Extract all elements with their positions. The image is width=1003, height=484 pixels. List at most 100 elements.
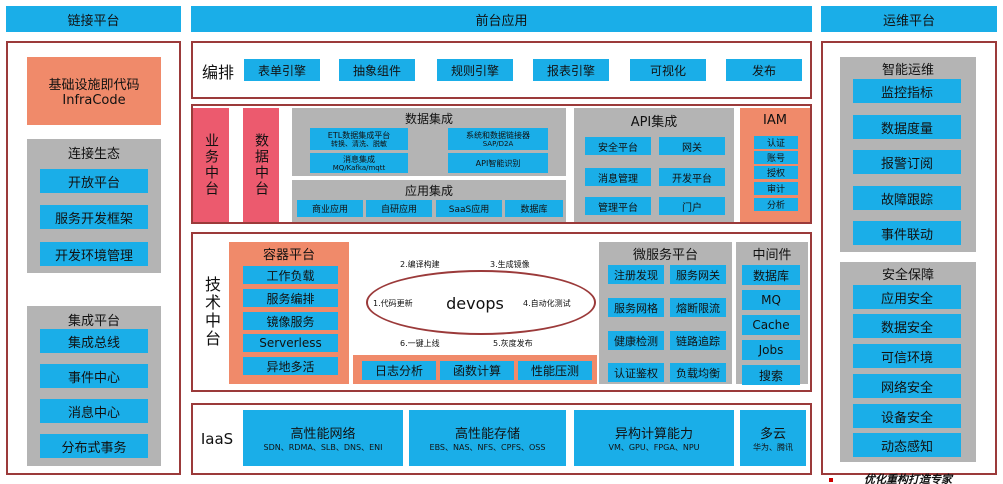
api-item-0[interactable]: 安全平台 <box>585 137 651 155</box>
orch-item-0[interactable]: 表单引擎 <box>244 59 320 81</box>
middleware-item-4[interactable]: 搜索 <box>742 365 800 385</box>
ops-item-4[interactable]: 事件联动 <box>853 221 961 245</box>
ops-item-1[interactable]: 数据度量 <box>853 115 961 139</box>
micro-item-7[interactable]: 负载均衡 <box>670 363 726 382</box>
app-integration-title: 应用集成 <box>404 183 453 198</box>
iaas-item-multicloud[interactable]: 多云 华为、腾讯 <box>740 410 806 466</box>
micro-item-0[interactable]: 注册发现 <box>608 265 664 284</box>
container-item-3[interactable]: Serverless <box>243 334 338 352</box>
container-item-0[interactable]: 工作负载 <box>243 266 338 284</box>
middleware-item-0[interactable]: 数据库 <box>742 265 800 285</box>
iam-item-3[interactable]: 审计 <box>754 182 798 195</box>
app-item-1[interactable]: 自研应用 <box>366 200 432 217</box>
api-item-4[interactable]: 管理平台 <box>585 197 651 215</box>
iaas-network-sub: SDN、RDMA、SLB、DNS、ENI <box>263 443 383 452</box>
micro-item-6[interactable]: 认证鉴权 <box>608 363 664 382</box>
orch-item-5[interactable]: 发布 <box>726 59 802 81</box>
api-item-2[interactable]: 消息管理 <box>585 168 651 186</box>
devops-tool-1[interactable]: 函数计算 <box>440 361 514 380</box>
ops-item-0[interactable]: 监控指标 <box>853 79 961 103</box>
etl-sub: 转换、清洗、脱敏 <box>331 139 387 148</box>
header-center: 前台应用 <box>191 6 812 32</box>
mq-integration-title: 消息集成 <box>343 154 375 164</box>
micro-item-5[interactable]: 链路追踪 <box>670 331 726 350</box>
orch-item-1[interactable]: 抽象组件 <box>339 59 415 81</box>
container-item-1[interactable]: 服务编排 <box>243 289 338 307</box>
integ-item-2[interactable]: 消息中心 <box>40 399 148 423</box>
devops-step-3: 3.生成镜像 <box>490 260 530 269</box>
data-platform: 数据中台 <box>243 108 279 222</box>
integ-item-3[interactable]: 分布式事务 <box>40 434 148 458</box>
security-item-2[interactable]: 可信环境 <box>853 344 961 368</box>
app-item-2[interactable]: SaaS应用 <box>436 200 502 217</box>
security-item-1[interactable]: 数据安全 <box>853 314 961 338</box>
orch-item-2[interactable]: 规则引擎 <box>437 59 513 81</box>
container-item-2[interactable]: 镜像服务 <box>243 312 338 330</box>
integ-item-0[interactable]: 集成总线 <box>40 329 148 353</box>
api-item-1[interactable]: 网关 <box>659 137 725 155</box>
ops-item-3[interactable]: 故障跟踪 <box>853 186 961 210</box>
etl-title: ETL数据集成平台 <box>327 130 391 140</box>
middleware-item-1[interactable]: MQ <box>742 290 800 310</box>
container-item-4[interactable]: 异地多活 <box>243 357 338 375</box>
infra-code-box: 基础设施即代码 InfraCode <box>27 57 161 125</box>
app-item-0[interactable]: 商业应用 <box>297 200 363 217</box>
iaas-compute-sub: VM、GPU、FPGA、NPU <box>608 443 700 452</box>
middleware-item-3[interactable]: Jobs <box>742 340 800 360</box>
sysdata-sub: SAP/D2A <box>482 139 514 148</box>
security-item-4[interactable]: 设备安全 <box>853 404 961 428</box>
etl-box[interactable]: ETL数据集成平台 转换、清洗、脱敏 <box>310 128 408 150</box>
eco-item-2[interactable]: 开发环境管理 <box>40 242 148 266</box>
sysdata-box[interactable]: 系统和数据链接器 SAP/D2A <box>448 128 548 150</box>
infra-subtitle: InfraCode <box>62 93 126 108</box>
security-item-0[interactable]: 应用安全 <box>853 285 961 309</box>
micro-item-3[interactable]: 熔断限流 <box>670 298 726 317</box>
orch-item-3[interactable]: 报表引擎 <box>533 59 609 81</box>
eco-item-1[interactable]: 服务开发框架 <box>40 205 148 229</box>
infra-title: 基础设施即代码 <box>48 78 140 93</box>
app-item-3[interactable]: 数据库 <box>505 200 563 217</box>
api-item-5[interactable]: 门户 <box>659 197 725 215</box>
api-identify-box[interactable]: API智能识别 <box>448 153 548 173</box>
devops-step-2: 2.编译构建 <box>400 260 440 269</box>
micro-item-4[interactable]: 健康检测 <box>608 331 664 350</box>
ops-item-2[interactable]: 报警订阅 <box>853 150 961 174</box>
micro-item-1[interactable]: 服务网关 <box>670 265 726 284</box>
header-left: 链接平台 <box>6 6 181 32</box>
business-platform: 业务中台 <box>193 108 229 222</box>
middleware-item-2[interactable]: Cache <box>742 315 800 335</box>
data-integration-title: 数据集成 <box>404 111 453 126</box>
iaas-item-network[interactable]: 高性能网络 SDN、RDMA、SLB、DNS、ENI <box>243 410 403 466</box>
integ-title: 集成平台 <box>67 313 120 329</box>
devops-step-5: 5.灰度发布 <box>493 339 533 348</box>
iaas-storage-title: 高性能存储 <box>454 427 520 442</box>
footer-bullet <box>829 478 833 482</box>
security-item-5[interactable]: 动态感知 <box>853 433 961 457</box>
iaas-compute-title: 异构计算能力 <box>614 427 693 442</box>
devops-tool-2[interactable]: 性能压测 <box>518 361 592 380</box>
middleware-title: 中间件 <box>752 247 792 263</box>
container-title: 容器平台 <box>262 247 315 263</box>
eco-item-0[interactable]: 开放平台 <box>40 169 148 193</box>
micro-title: 微服务平台 <box>632 247 698 263</box>
iam-item-1[interactable]: 账号 <box>754 151 798 164</box>
security-item-3[interactable]: 网络安全 <box>853 374 961 398</box>
devops-step-4: 4.自动化测试 <box>523 299 571 308</box>
iam-item-0[interactable]: 认证 <box>754 136 798 149</box>
header-right: 运维平台 <box>821 6 997 32</box>
iam-item-4[interactable]: 分析 <box>754 198 798 211</box>
iam-item-2[interactable]: 授权 <box>754 166 798 179</box>
mq-integration-box[interactable]: 消息集成 MQ/Kafka/mqtt <box>310 153 408 173</box>
orch-item-4[interactable]: 可视化 <box>630 59 706 81</box>
iaas-multicloud-sub: 华为、腾讯 <box>753 443 793 452</box>
api-item-3[interactable]: 开发平台 <box>659 168 725 186</box>
micro-item-2[interactable]: 服务网格 <box>608 298 664 317</box>
devops-ellipse <box>366 270 596 335</box>
iaas-item-storage[interactable]: 高性能存储 EBS、NAS、NFS、CPFS、OSS <box>409 410 566 466</box>
iam-title: IAM <box>763 112 787 128</box>
sysdata-title: 系统和数据链接器 <box>466 130 530 140</box>
devops-center-label: devops <box>446 293 504 313</box>
devops-tool-0[interactable]: 日志分析 <box>362 361 436 380</box>
iaas-item-compute[interactable]: 异构计算能力 VM、GPU、FPGA、NPU <box>574 410 734 466</box>
integ-item-1[interactable]: 事件中心 <box>40 364 148 388</box>
